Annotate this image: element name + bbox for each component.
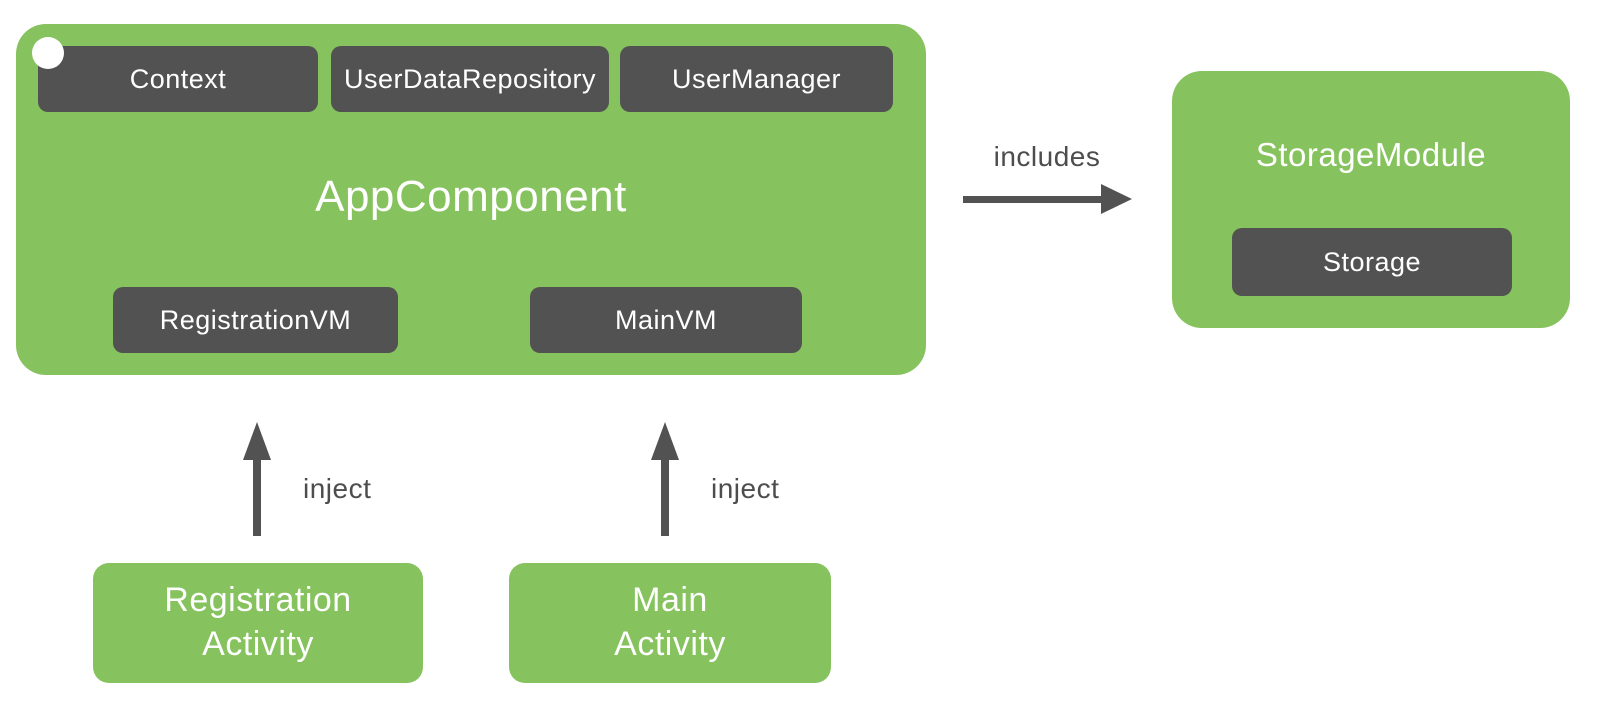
user-manager-label: UserManager bbox=[671, 63, 842, 94]
main-vm-box: MainVM bbox=[530, 287, 802, 353]
user-manager-box: UserManager bbox=[620, 46, 893, 112]
main-activity-label-line1: Main bbox=[632, 581, 708, 620]
main-activity-box: Main Activity bbox=[509, 563, 831, 683]
inject-arrow-registration-shaft bbox=[253, 458, 261, 536]
inject-arrow-main-head-icon bbox=[651, 422, 679, 460]
registration-activity-box: Registration Activity bbox=[93, 563, 423, 683]
main-activity-label-line2: Activity bbox=[614, 625, 726, 663]
registration-activity-label-line1: Registration bbox=[164, 581, 352, 620]
registration-vm-label: RegistrationVM bbox=[159, 304, 352, 335]
main-vm-label: MainVM bbox=[614, 304, 718, 335]
storage-box: Storage bbox=[1232, 228, 1512, 296]
storage-module-title: StorageModule bbox=[1255, 136, 1487, 173]
includes-arrow-shaft bbox=[963, 196, 1101, 203]
inject-arrow-main-shaft bbox=[661, 458, 669, 536]
registration-vm-box: RegistrationVM bbox=[113, 287, 398, 353]
context-box: Context bbox=[38, 46, 318, 112]
inject-label-main: inject bbox=[711, 473, 780, 504]
app-component-title: AppComponent bbox=[315, 172, 627, 221]
scope-indicator-circle bbox=[32, 37, 64, 69]
inject-arrow-registration-head-icon bbox=[243, 422, 271, 460]
context-label: Context bbox=[129, 63, 227, 94]
includes-arrow-head-icon bbox=[1101, 184, 1132, 214]
user-data-repository-box: UserDataRepository bbox=[331, 46, 609, 112]
storage-label: Storage bbox=[1322, 246, 1422, 277]
registration-activity-label-line2: Activity bbox=[202, 625, 314, 663]
user-data-repository-label: UserDataRepository bbox=[343, 63, 597, 94]
includes-label: includes bbox=[993, 141, 1101, 172]
inject-label-registration: inject bbox=[303, 473, 372, 504]
